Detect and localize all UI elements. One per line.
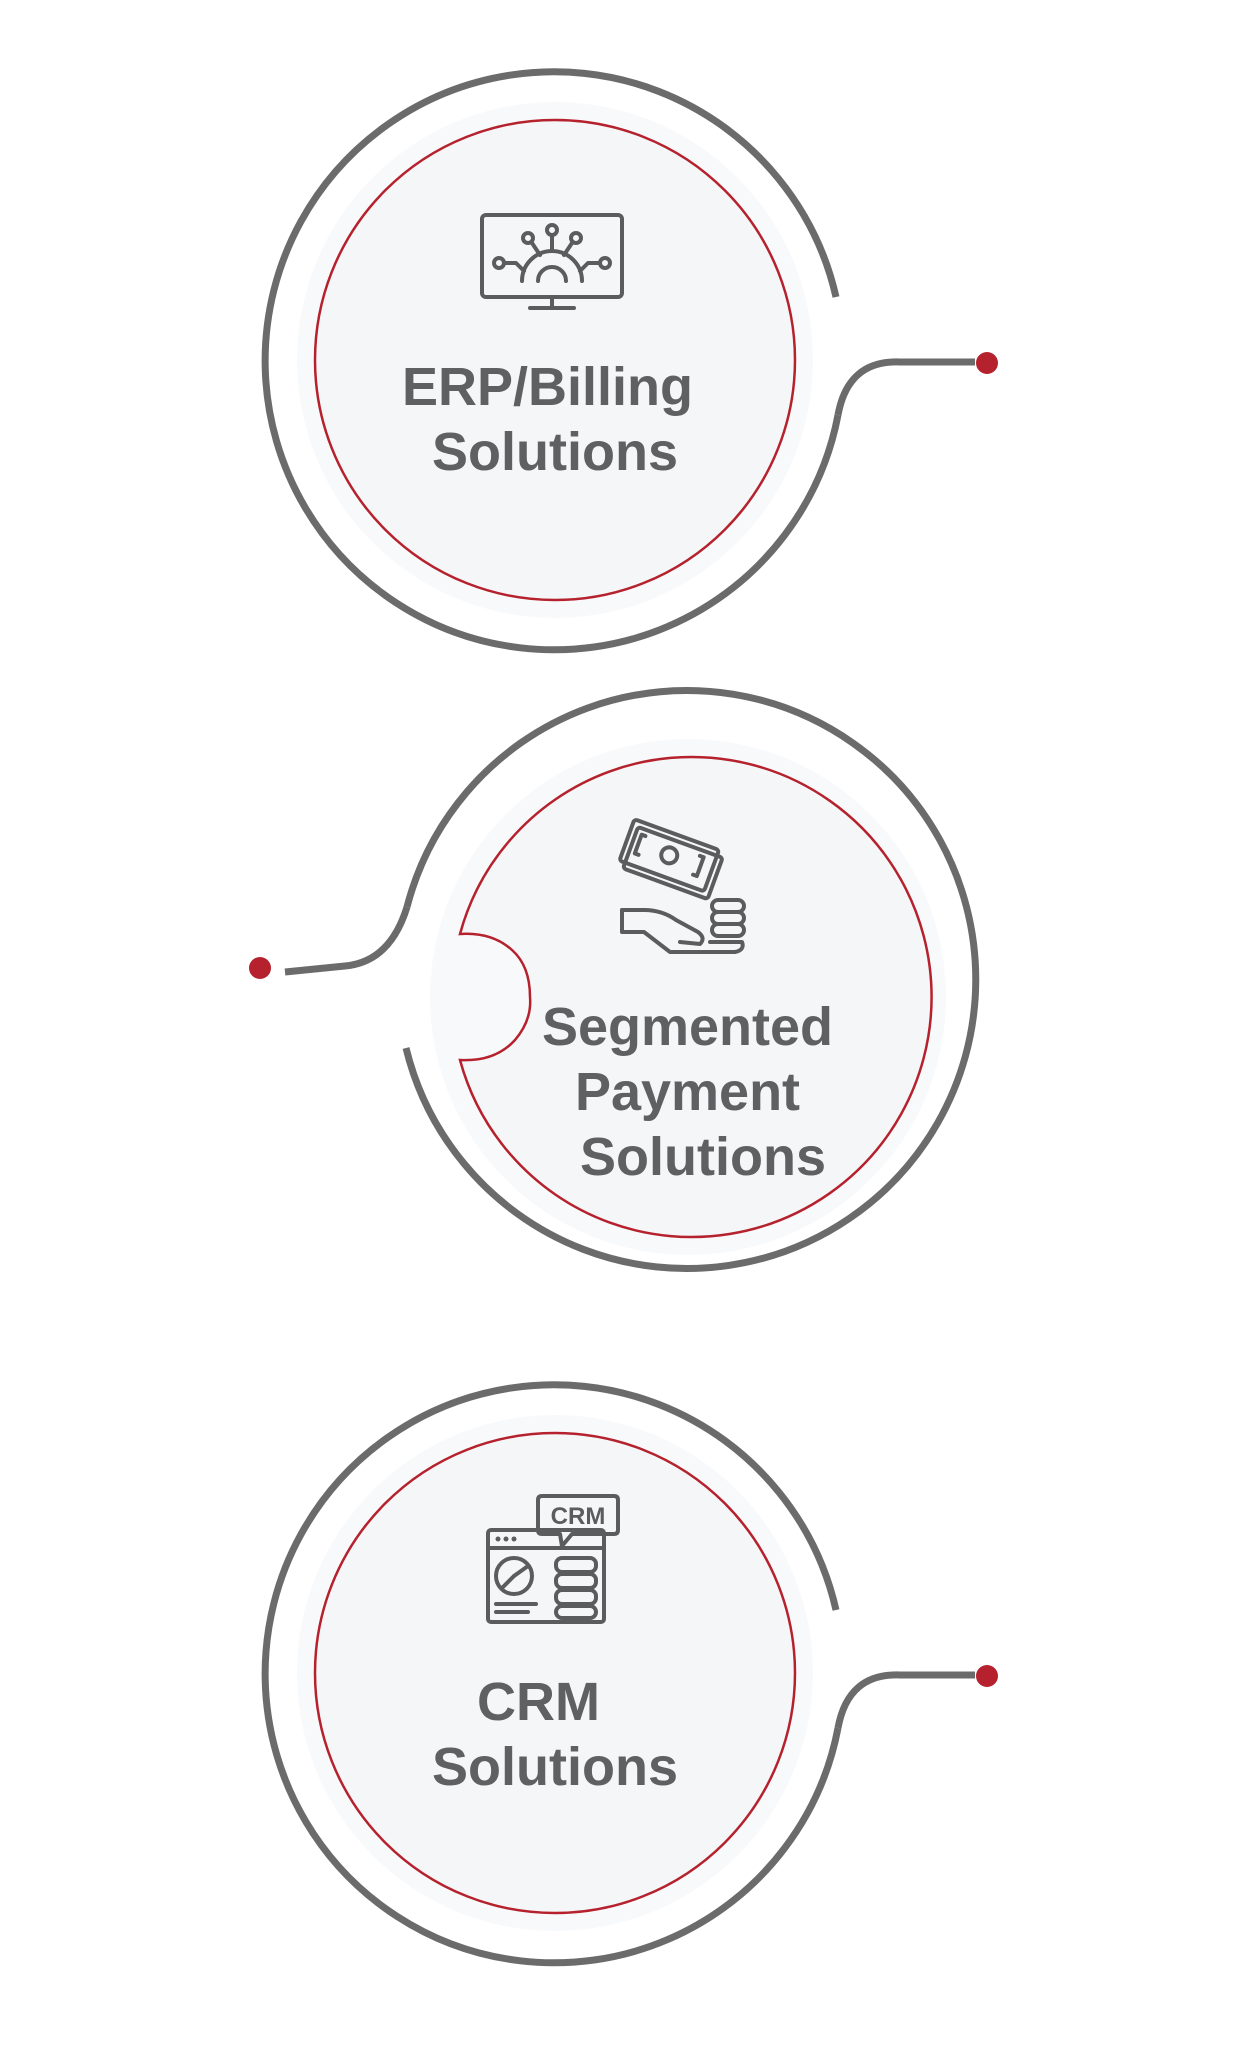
node-payment-label: Segmented Payment Solutions [542, 997, 848, 1187]
node-erp-connector [834, 358, 975, 416]
node-erp-outer-ring [261, 68, 842, 654]
node-crm-label-line-1: CRM [477, 1672, 600, 1732]
node-payment-label-line-1: Segmented [542, 997, 833, 1057]
node-crm-inner-disc [313, 1431, 797, 1915]
hand-money-coins-icon [618, 818, 746, 954]
node-erp-endpoint-dot [976, 352, 998, 374]
node-payment-endpoint-dot [249, 957, 271, 979]
node-crm-label-line-2: Solutions [432, 1737, 678, 1797]
node-payment-label-line-3: Solutions [580, 1127, 826, 1187]
node-crm-outer-ring [261, 1381, 842, 1967]
crm-icon-badge-text: CRM [551, 1503, 606, 1530]
node-erp-inner-disc [313, 118, 797, 602]
node-erp-label-line-1: ERP/Billing [402, 357, 693, 417]
monitor-gear-network-icon [480, 213, 624, 310]
node-payment-label-line-2: Payment [575, 1062, 800, 1122]
node-erp-label-line-2: Solutions [432, 422, 678, 482]
node-erp-billing: ERP/Billing Solutions [261, 68, 998, 654]
node-crm-label: CRM Solutions [432, 1672, 678, 1797]
node-crm: CRM CRM Solutions [261, 1381, 998, 1967]
node-payment-inner-disc [458, 755, 933, 1239]
node-payment-connector [284, 905, 411, 976]
crm-dashboard-icon: CRM [486, 1494, 620, 1624]
node-segmented-payment: Segmented Payment Solutions [249, 686, 980, 1272]
node-payment-outer-ring [402, 686, 980, 1272]
node-crm-connector [834, 1671, 975, 1729]
node-crm-endpoint-dot [976, 1665, 998, 1687]
node-erp-label: ERP/Billing Solutions [402, 357, 708, 482]
